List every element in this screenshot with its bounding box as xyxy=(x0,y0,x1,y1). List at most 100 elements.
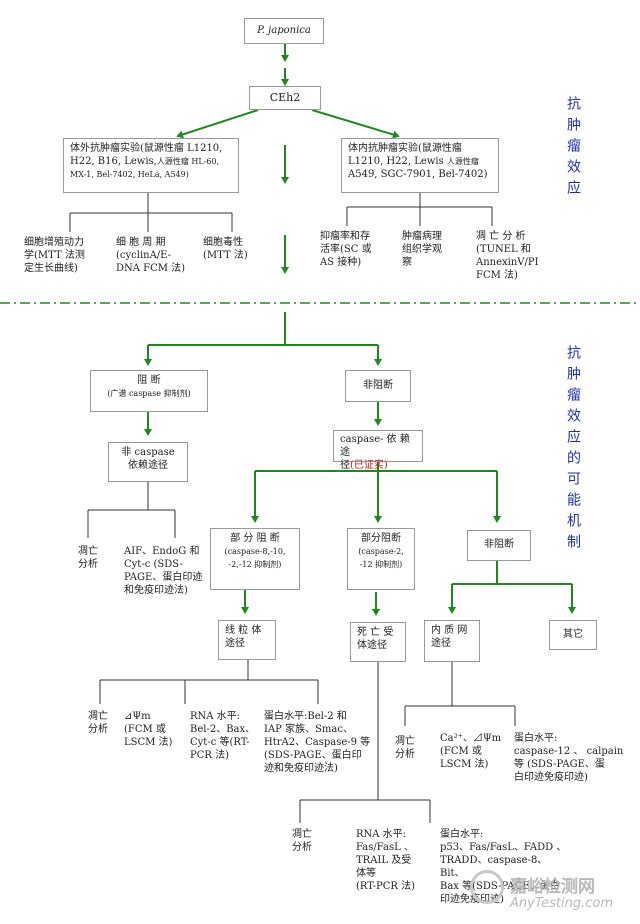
indep-apop-l1: 凋亡 xyxy=(78,546,98,557)
mito-prot-l4: (SDS-PAGE、蛋白印 xyxy=(264,750,362,761)
mito-rna-l4: PCR 法) xyxy=(190,750,229,761)
invitro-method-3: 细胞毒性 (MTT 法) xyxy=(203,236,273,262)
indep-detail-l3: PAGE、蛋白印迹 xyxy=(124,572,203,583)
death-rna-l1: RNA 水平: xyxy=(356,829,407,840)
er-l2: 途径 xyxy=(431,638,451,649)
invivo-title-a: 体内抗肿瘤实验(鼠源性瘤 xyxy=(348,143,462,154)
invivo-title-b: L1210, H22, Lewis xyxy=(348,156,444,167)
death-rna-l5: (RT-PCR 法) xyxy=(356,881,416,892)
indep-detail-l2: Cyt-c (SDS- xyxy=(124,559,183,570)
mito-apop-l1: 凋亡 xyxy=(88,711,108,722)
nonblock-2-node: 非阻断 xyxy=(467,530,531,561)
invivo-method-3-l4: FCM 法) xyxy=(476,270,518,281)
dep-l2-line: 径(已证实) xyxy=(340,459,416,472)
mito-apop-l2: 分析 xyxy=(88,724,108,735)
invivo-method-2-l2: 组织学观 xyxy=(402,244,442,255)
invitro-method-2-l1: 细 胞 周 期 xyxy=(116,237,166,248)
invitro-method-3-l1: 细胞毒性 xyxy=(203,237,243,248)
er-apoptosis-label: 凋亡 分析 xyxy=(395,735,415,761)
partial-block-1-node: 部 分 阻 断 (caspase-8,-10, -2,-12 抑制剂) xyxy=(210,528,300,590)
mito-dpsi-text: ⊿Ψm (FCM 或 LSCM 法) xyxy=(124,710,186,749)
partial1-l1: 部 分 阻 断 xyxy=(230,533,280,544)
watermark-url: AnyTesting.com xyxy=(510,896,614,911)
invitro-title-b: H22, B16, Lewis, xyxy=(70,156,157,167)
death-l2: 体途径 xyxy=(357,640,387,651)
arrow-to-invitro xyxy=(176,109,259,139)
invivo-title-c: A549, SGC-7901, Bel-7402) xyxy=(348,169,488,180)
death-apop-l1: 凋亡 xyxy=(292,829,312,840)
er-ca-l2: (FCM 或 xyxy=(440,746,482,757)
watermark-text: 嘉峪检测网 xyxy=(510,877,595,897)
invivo-method-2: 肿瘤病理 组织学观 察 xyxy=(402,230,472,269)
invitro-method-1: 细胞增殖动力 学(MTT 法测 定生长曲线) xyxy=(24,236,124,275)
invivo-method-1-l2: 活率(SC 或 xyxy=(320,244,372,255)
partial2-l1: 部分阻断 xyxy=(361,533,401,544)
invivo-method-3-l2: (TUNEL 和 xyxy=(476,244,531,255)
invitro-title-b2: 人源性瘤 HL-60, xyxy=(156,157,220,166)
death-rna-l3: TRAIL 及受 xyxy=(356,855,412,866)
invitro-title-a: 体外抗肿瘤实验(鼠源性瘤 L1210, xyxy=(70,143,223,154)
er-prot-l1: 蛋白水平: xyxy=(514,733,558,744)
mito-protein-text: 蛋白水平:Bel-2 和 IAP 家族、Smac、 HtrA2、Caspase-… xyxy=(264,710,374,775)
arrow-to-invivo xyxy=(311,109,400,139)
invivo-method-2-l1: 肿瘤病理 xyxy=(402,231,442,242)
compound-node: CEh2 xyxy=(249,86,321,110)
block-title: 阻 断 xyxy=(137,375,161,386)
block-node: 阻 断 (广谱 caspase 抑制剂) xyxy=(90,370,208,412)
death-rna-l4: 体等 xyxy=(356,868,376,879)
dep-confirmed: (已证实) xyxy=(350,460,388,471)
death-apoptosis-label: 凋亡 分析 xyxy=(292,828,312,854)
partial2-l2: (caspase-2, xyxy=(358,547,404,556)
mito-rna-l3: Cyt-c 等(RT- xyxy=(190,737,250,748)
indep-apop-l2: 分析 xyxy=(78,559,98,570)
death-apop-l2: 分析 xyxy=(292,842,312,853)
er-protein-text: 蛋白水平: caspase-12 、 calpain 等 (SDS-PAGE、蛋… xyxy=(514,732,624,784)
partial-block-2-node: 部分阻断 (caspase-2, -12 抑制剂) xyxy=(347,528,415,590)
other-node: 其它 xyxy=(549,620,597,650)
er-prot-l2: caspase-12 、 calpain xyxy=(514,746,624,757)
mito-rna-l1: RNA 水平: xyxy=(190,711,241,722)
er-node: 内 质 网 途径 xyxy=(424,620,480,662)
invivo-method-1: 抑瘤率和存 活率(SC 或 AS 接种) xyxy=(320,230,395,269)
invitro-method-1-l3: 定生长曲线) xyxy=(24,263,78,274)
invivo-node: 体内抗肿瘤实验(鼠源性瘤 L1210, H22, Lewis 人源性瘤 A549… xyxy=(341,138,499,193)
indep-detail-text: AIF、EndoG 和 Cyt-c (SDS- PAGE、蛋白印迹 和免疫印迹法… xyxy=(124,545,224,597)
invivo-title-b-line: L1210, H22, Lewis 人源性瘤 xyxy=(348,155,492,168)
caspase-independent-node: 非 caspase 依赖途径 xyxy=(108,442,188,482)
er-l1: 内 质 网 xyxy=(431,625,468,636)
species-node: P. japonica xyxy=(244,18,324,44)
death-prot-l3: TRADD、caspase-8、Bit、 xyxy=(440,855,548,879)
nonblock-node: 非阻断 xyxy=(345,370,411,402)
mito-apoptosis-label: 凋亡 分析 xyxy=(88,710,108,736)
mito-prot-l5: 迹和免疫印迹法) xyxy=(264,763,338,774)
invitro-title-c: MX-1, Bel-7402, HeLa, A549) xyxy=(70,170,189,179)
mito-l1: 线 粒 体 xyxy=(225,625,262,636)
er-ca-text: Ca²⁺、⊿Ψm (FCM 或 LSCM 法) xyxy=(440,732,508,771)
invitro-method-1-l2: 学(MTT 法测 xyxy=(24,250,85,261)
invivo-method-1-l3: AS 接种) xyxy=(320,257,362,268)
invitro-method-2-l3: DNA FCM 法) xyxy=(116,263,186,274)
death-l1: 死 亡 受 xyxy=(357,627,394,638)
indep-l1: 非 caspase xyxy=(121,447,175,458)
mito-dpsi-l3: LSCM 法) xyxy=(124,737,173,748)
indep-l2: 依赖途径 xyxy=(128,460,168,471)
er-prot-l3: 等 (SDS-PAGE、蛋 xyxy=(514,759,605,770)
mito-prot-l3: HtrA2、Caspase-9 等 xyxy=(264,737,371,748)
invivo-method-1-l1: 抑瘤率和存 xyxy=(320,231,370,242)
partial1-l3: -2,-12 抑制剂) xyxy=(228,560,282,569)
mito-dpsi-l2: (FCM 或 xyxy=(124,724,166,735)
mito-l2: 途径 xyxy=(225,638,245,649)
indep-apoptosis-label: 凋亡 分析 xyxy=(78,545,98,571)
er-ca-l3: LSCM 法) xyxy=(440,759,489,770)
invivo-method-3-l3: AnnexinV/PI xyxy=(476,257,539,268)
mito-rna-text: RNA 水平: Bel-2、Bax、 Cyt-c 等(RT- PCR 法) xyxy=(190,710,265,762)
dep-l1: caspase- 依 赖 途 xyxy=(340,434,410,458)
invitro-method-2-l2: (cyclinA/E- xyxy=(116,250,172,261)
mito-prot-l2: IAP 家族、Smac、 xyxy=(264,724,353,735)
death-rna-text: RNA 水平: Fas/FasL 、 TRAIL 及受 体等 (RT-PCR 法… xyxy=(356,828,428,893)
invitro-node: 体外抗肿瘤实验(鼠源性瘤 L1210, H22, B16, Lewis,人源性瘤… xyxy=(63,138,239,193)
invivo-method-3: 凋 亡 分 析 (TUNEL 和 AnnexinV/PI FCM 法) xyxy=(476,230,556,282)
er-ca-l1: Ca²⁺、⊿Ψm xyxy=(440,733,502,744)
mito-dpsi-l1: ⊿Ψm xyxy=(124,711,151,722)
